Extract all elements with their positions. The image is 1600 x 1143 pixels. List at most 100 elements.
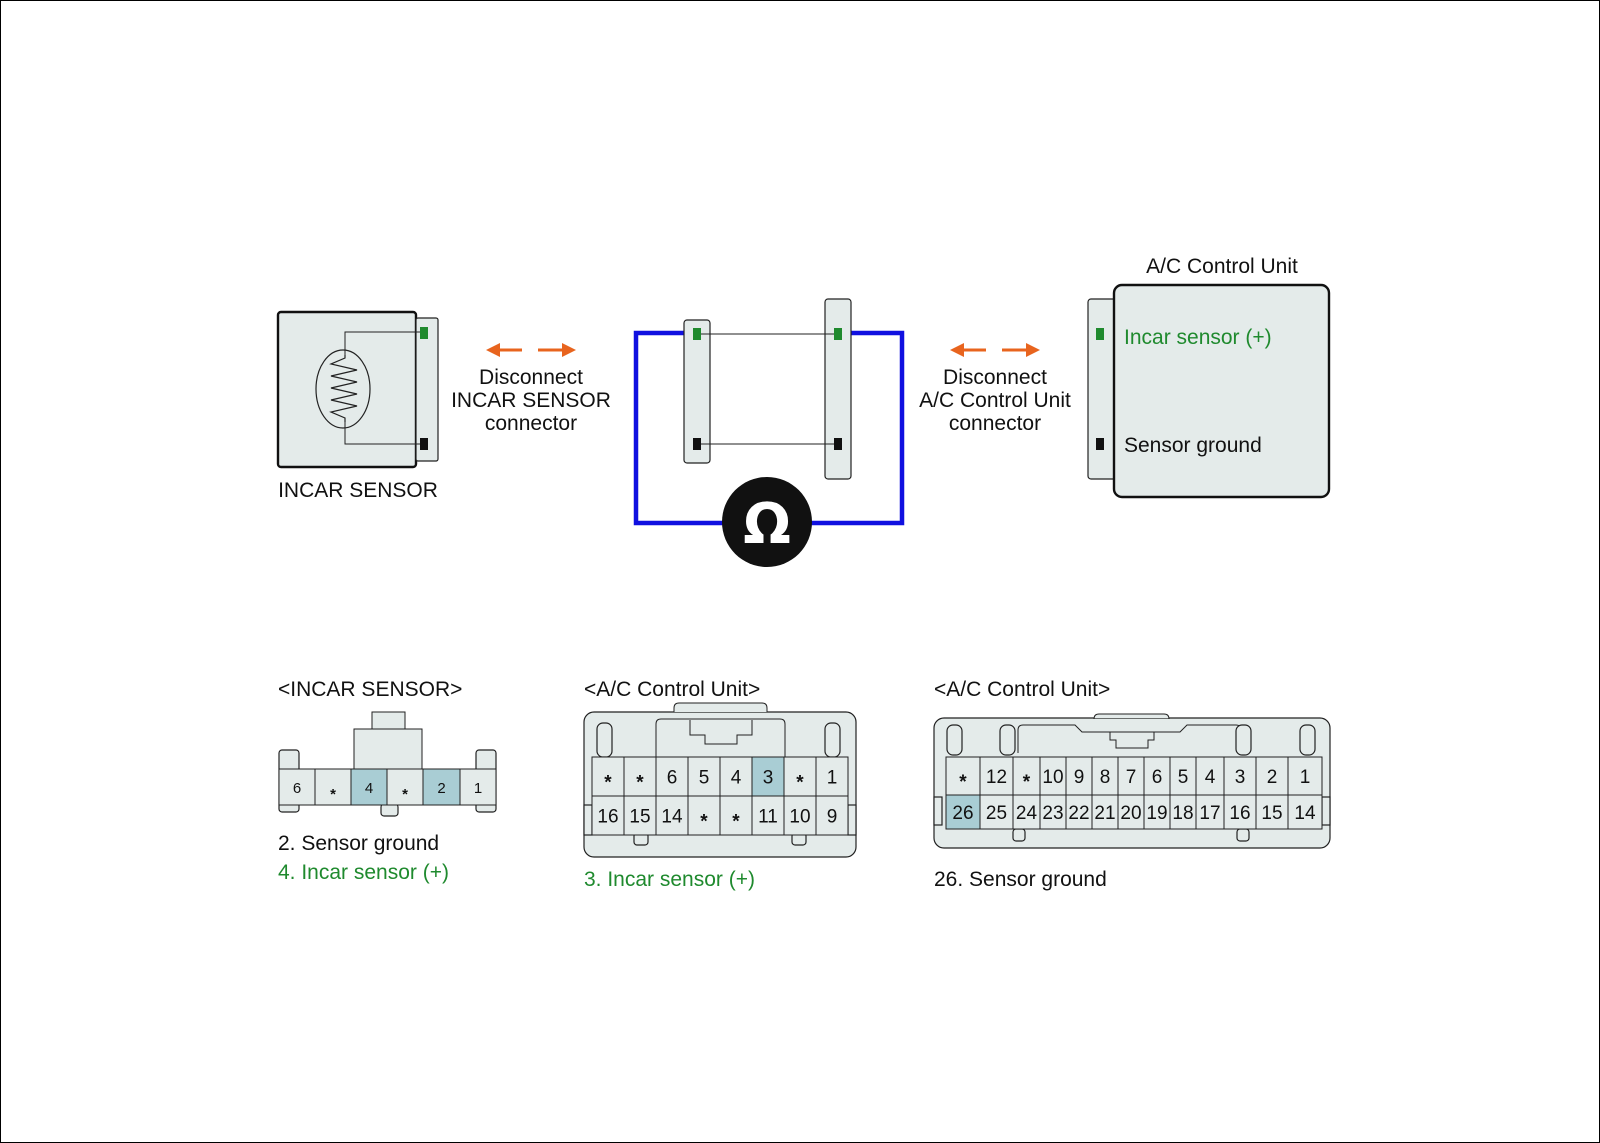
pin-cell-acu1-r2-2 [655,795,689,836]
pin-label-acu2-r1-0: * [959,772,967,793]
acu1-note: 3. Incar sensor (+) [584,868,755,891]
pin-cell-acu2-r1-1 [979,756,1014,796]
pin-label-acu2-r2-3: 23 [1042,803,1063,824]
pin-cell-acu1-r2-1 [623,795,657,836]
pin-label-acu2-r1-10: 3 [1235,767,1246,788]
acu-pin-plus-label: Incar sensor (+) [1124,326,1272,349]
pin-label-acu2-r2-10: 16 [1229,803,1250,824]
pin-cell-acu2-r1-9 [1195,756,1225,796]
pin-label-acu2-r2-5: 21 [1094,803,1115,824]
pin-cell-acu2-r1-11 [1255,756,1289,796]
pin-cell-acu2-r1-12 [1287,756,1323,796]
disconnect-left-line3: connector [485,412,577,435]
pin-cell-acu2-r1-6 [1117,756,1145,796]
pin-cell-acu2-r1-4 [1065,756,1093,796]
pin-cell-acu1-r2-5 [751,795,785,836]
pin-label-acu1-r2-3: * [700,812,708,833]
pin-label-acu1-r1-6: * [796,773,804,794]
pin-cell-acu1-r1-2 [655,756,689,797]
pin-cell-acu1-r1-1 [623,756,657,797]
pin-label-acu2-r2-4: 22 [1068,803,1089,824]
pin-label-acu1-r1-7: 1 [827,768,838,789]
pin-cell-incar-4 [422,768,461,806]
harness-connector-left [683,319,711,464]
pin-cell-acu1-r1-0 [591,756,625,797]
pin-cell-incar-2 [350,768,388,806]
disconnect-left-line2: INCAR SENSOR [451,389,611,412]
pin-label-acu1-r1-1: * [636,773,644,794]
pin-cell-acu2-r1-0 [945,756,981,796]
pin-label-acu1-r1-5: 3 [763,768,774,789]
pin-label-acu2-r2-0: 26 [952,803,973,824]
pin-label-acu2-r1-5: 8 [1100,767,1111,788]
pin-cell-acu2-r1-5 [1091,756,1119,796]
pin-label-incar-3: * [402,786,408,803]
pin-cell-acu1-r1-7 [815,756,849,797]
pin-plus-marker [420,327,428,339]
pin-cell-acu2-r2-4 [1065,794,1093,830]
disconnect-right-line1: Disconnect [943,366,1047,389]
pin-label-acu2-r1-4: 9 [1074,767,1085,788]
acu2-connector-title: <A/C Control Unit> [934,678,1110,701]
pin-label-acu2-r2-11: 15 [1261,803,1282,824]
pin-cell-incar-5 [459,768,497,806]
incar-sensor-label: INCAR SENSOR [278,479,438,502]
ohmmeter-icon: Ω [722,477,812,567]
pin-cell-acu2-r1-10 [1223,756,1257,796]
pin-label-incar-1: * [330,786,336,803]
pin-label-acu1-r2-7: 9 [827,807,838,828]
pin-label-acu1-r2-2: 14 [661,807,683,828]
acu-pin-ground-label: Sensor ground [1124,434,1262,457]
disconnect-left-arrow-icon [486,343,576,357]
pin-label-acu2-r2-2: 24 [1016,803,1038,824]
ohm-symbol: Ω [743,492,791,557]
acu2-note: 26. Sensor ground [934,868,1107,891]
pin-cell-acu1-r2-0 [591,795,625,836]
ac-control-unit [1087,283,1331,499]
pin-label-acu2-r2-7: 19 [1146,803,1167,824]
pin-label-acu2-r1-12: 1 [1300,767,1311,788]
incar-note-plus: 4. Incar sensor (+) [278,861,449,884]
pin-label-acu2-r1-1: 12 [986,767,1007,788]
pin-label-acu2-r2-1: 25 [986,803,1007,824]
pin-label-acu2-r1-9: 4 [1205,767,1216,788]
pin-cell-acu2-r2-12 [1287,794,1323,830]
pin-label-acu2-r1-8: 5 [1178,767,1189,788]
pin-label-acu1-r1-0: * [604,773,612,794]
pin-label-acu2-r1-2: * [1023,772,1031,793]
pin-label-acu2-r1-3: 10 [1042,767,1063,788]
pin-label-incar-4: 2 [437,780,445,797]
acu1-connector-title: <A/C Control Unit> [584,678,760,701]
pin-cell-acu2-r1-8 [1169,756,1197,796]
pin-label-incar-2: 4 [365,780,373,797]
incar-note-ground: 2. Sensor ground [278,832,439,855]
pin-label-incar-0: 6 [293,780,301,797]
pin-label-acu1-r2-0: 16 [597,807,618,828]
pin-label-acu2-r1-7: 6 [1152,767,1163,788]
pin-cell-acu2-r2-5 [1091,794,1119,830]
pin-cell-acu1-r1-3 [687,756,721,797]
pin-label-acu2-r2-12: 14 [1294,803,1316,824]
pin-label-acu2-r2-9: 17 [1199,803,1220,824]
pin-label-acu2-r1-11: 2 [1267,767,1278,788]
disconnect-right-line3: connector [949,412,1041,435]
pin-label-acu1-r2-1: 15 [629,807,650,828]
pin-label-acu1-r1-4: 4 [731,768,742,789]
pin-cell-acu2-r2-9 [1195,794,1225,830]
pin-label-acu1-r1-3: 5 [699,768,710,789]
pin-label-acu2-r1-6: 7 [1126,767,1137,788]
pin-cell-acu1-r2-7 [815,795,849,836]
incar-connector-face: 6 * 4 * 2 1 [278,711,497,817]
harness-connector-right [824,298,852,480]
incar-sensor [276,310,439,469]
disconnect-right-arrow-icon [950,343,1040,357]
pin-cell-acu2-r2-8 [1169,794,1197,830]
pin-cell-acu2-r2-0 [945,794,981,830]
pin-cell-acu2-r2-2 [1012,794,1041,830]
pin-label-acu1-r2-6: 10 [789,807,810,828]
thermistor-icon [315,331,424,445]
pin-label-incar-5: 1 [474,780,482,797]
pin-label-acu1-r2-5: 11 [758,807,778,828]
